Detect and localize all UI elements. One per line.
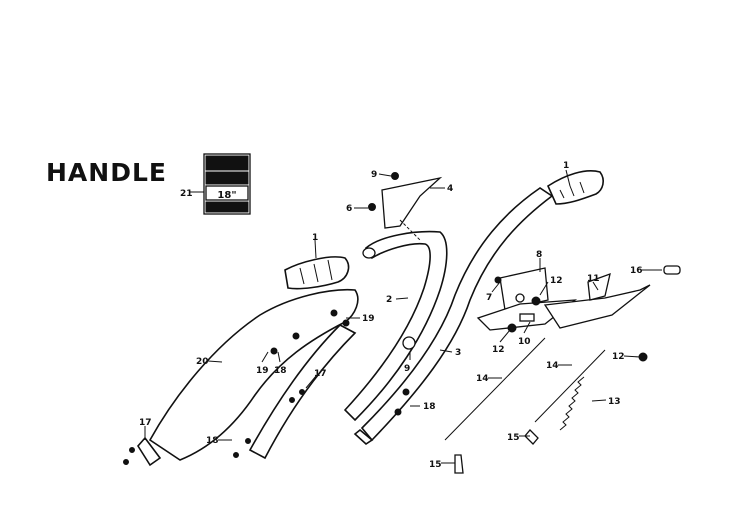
- hand-grip-part-1: [284, 256, 350, 290]
- callout-9-top: 9: [371, 170, 377, 180]
- callout-1-grip: 1: [312, 233, 318, 243]
- callout-1-top: 1: [563, 161, 569, 171]
- clip-parts-15: [454, 429, 539, 474]
- callout-2: 2: [386, 295, 392, 305]
- callout-6: 6: [346, 204, 352, 214]
- callout-17-left: 17: [139, 418, 152, 428]
- callout-19-left: 19: [256, 366, 269, 376]
- upper-handle-part-3: [353, 170, 605, 446]
- callout-18-mid: 18: [423, 402, 436, 412]
- hardware-fasteners: [123, 172, 681, 465]
- callout-13: 13: [608, 397, 621, 407]
- spring-part-13: [559, 376, 585, 431]
- callout-11: 11: [587, 274, 600, 284]
- middle-handle-part-2: [343, 230, 448, 422]
- callout-12-b: 12: [492, 345, 505, 355]
- callout-14-right: 14: [546, 361, 559, 371]
- diagram-title: HANDLE: [46, 158, 167, 187]
- callout-4: 4: [447, 184, 453, 194]
- callout-10: 10: [518, 337, 531, 347]
- callout-17-mid: 17: [314, 369, 327, 379]
- callout-15-right: 15: [507, 433, 520, 443]
- callout-18-left: 18: [206, 436, 219, 446]
- callout-3: 3: [455, 348, 461, 358]
- callout-7: 7: [486, 293, 492, 303]
- top-bracket-part-4: [381, 176, 443, 241]
- callout-12-c: 12: [612, 352, 625, 362]
- control-rods-part-14: [444, 337, 606, 441]
- callout-12-a: 12: [550, 276, 563, 286]
- callout-16: 16: [630, 266, 643, 276]
- decal-size-text: 18": [217, 190, 236, 201]
- control-bracket-part-8: [476, 267, 651, 331]
- callout-8: 8: [536, 250, 542, 260]
- callout-15-left: 15: [429, 460, 442, 470]
- callout-18-a: 18: [274, 366, 287, 376]
- callout-14-left: 14: [476, 374, 489, 384]
- callout-21: 21: [180, 189, 193, 199]
- callout-20: 20: [196, 357, 209, 367]
- decal-part-21: 18": [190, 153, 251, 215]
- callout-9-mid: 9: [404, 364, 410, 374]
- callout-19-right: 19: [362, 314, 375, 324]
- leader-lines: [144, 169, 662, 464]
